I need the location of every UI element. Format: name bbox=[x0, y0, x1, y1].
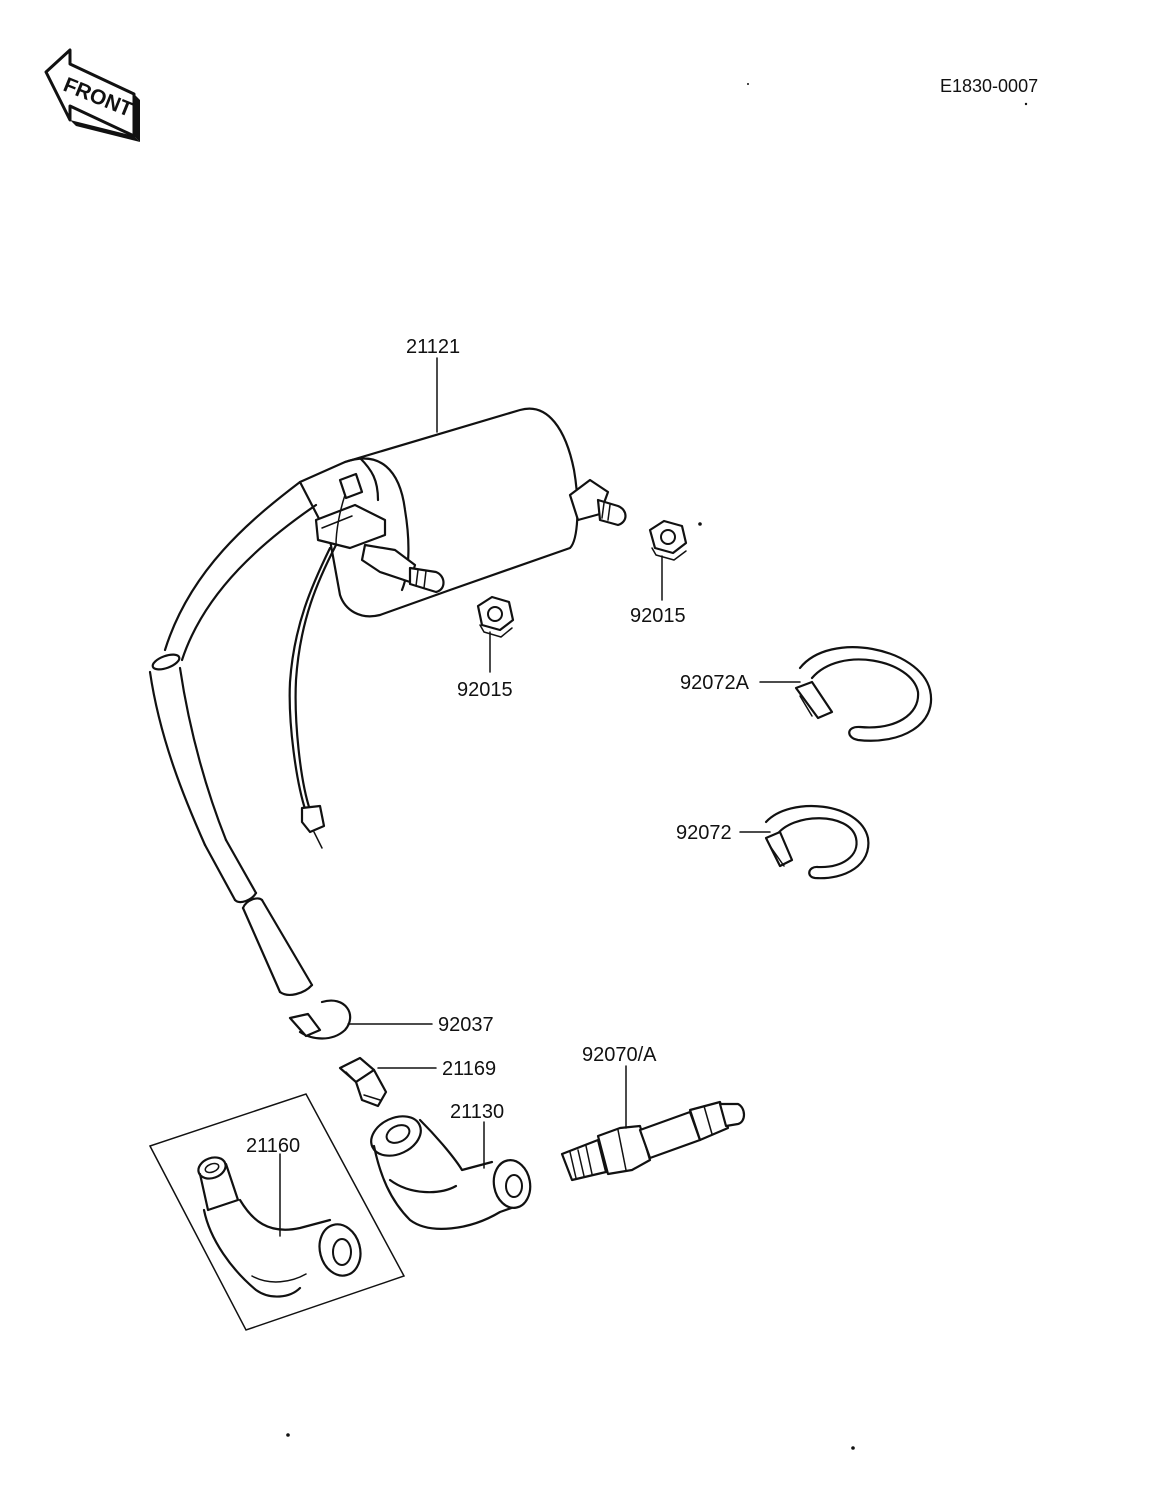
label-nut-left: 92015 bbox=[457, 679, 513, 701]
front-arrow-icon: FRONT bbox=[44, 48, 140, 142]
callout-terminal: 21169 bbox=[377, 1058, 496, 1080]
ignition-coil bbox=[298, 407, 627, 618]
nut-right bbox=[648, 519, 688, 561]
callout-clamp-small: 92072 bbox=[676, 822, 771, 844]
alt-cap-frame bbox=[148, 1093, 406, 1331]
spark-plug bbox=[560, 1100, 746, 1182]
callout-nut-right: 92015 bbox=[630, 555, 686, 627]
clamp-large bbox=[794, 646, 933, 742]
plug-cap bbox=[370, 1115, 532, 1230]
label-clip: 92037 bbox=[438, 1014, 494, 1036]
clip bbox=[288, 999, 352, 1040]
callout-spark-plug: 92070/A bbox=[582, 1044, 657, 1129]
label-coil: 21121 bbox=[406, 336, 460, 358]
callout-cap: 21130 bbox=[450, 1101, 504, 1169]
alt-plug-cap bbox=[197, 1156, 362, 1298]
clamp-small bbox=[764, 804, 870, 880]
label-clamp-large: 92072A bbox=[680, 672, 750, 694]
callout-nut-left: 92015 bbox=[457, 631, 513, 701]
primary-wire bbox=[288, 543, 338, 849]
label-cap: 21130 bbox=[450, 1101, 504, 1123]
label-clamp-small: 92072 bbox=[676, 822, 732, 844]
callout-coil: 21121 bbox=[406, 336, 460, 433]
callout-clip: 92037 bbox=[347, 1014, 494, 1036]
label-spark-plug: 92070/A bbox=[582, 1044, 657, 1066]
callout-clamp-large: 92072A bbox=[680, 672, 801, 694]
scan-specks bbox=[286, 83, 1028, 1450]
drawing-code: E1830-0007 bbox=[940, 76, 1039, 96]
label-alt-cap: 21160 bbox=[246, 1135, 300, 1157]
high-tension-lead bbox=[148, 480, 318, 996]
callout-alt-cap: 21160 bbox=[246, 1135, 300, 1237]
label-terminal: 21169 bbox=[442, 1058, 496, 1080]
label-nut-right: 92015 bbox=[630, 605, 686, 627]
terminal bbox=[338, 1056, 388, 1108]
nut-left bbox=[476, 595, 515, 638]
